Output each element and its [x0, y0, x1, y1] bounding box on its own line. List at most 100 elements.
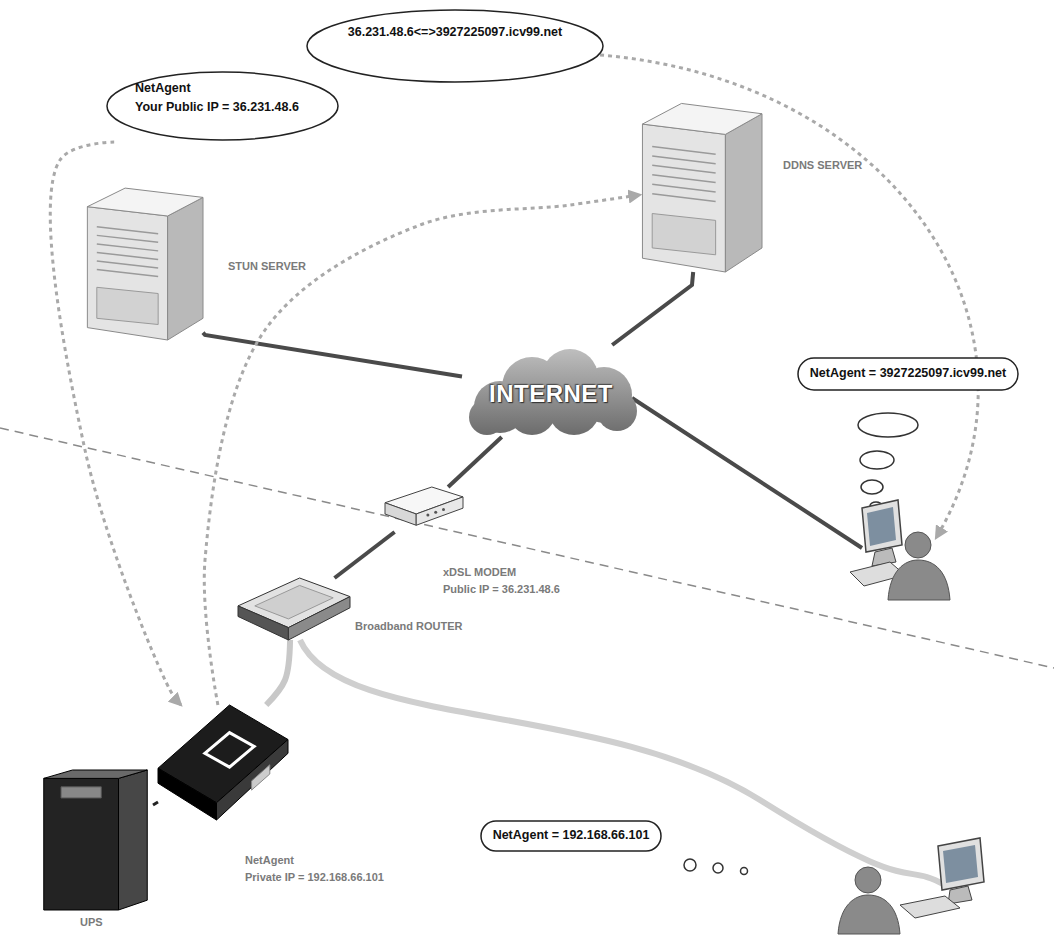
- ethernet-port: [252, 765, 270, 790]
- bubble-text: 36.231.48.6<=>3927225097.icv99.net: [305, 24, 605, 40]
- server-panel: [97, 287, 158, 324]
- drive-bay: [652, 156, 715, 164]
- server-panel: [652, 214, 715, 255]
- drive-bay: [97, 269, 158, 276]
- network-link: [266, 640, 290, 705]
- ups-panel: [61, 787, 101, 798]
- server-top: [642, 103, 762, 134]
- device-label: DDNS SERVER: [783, 158, 893, 172]
- device-label: xDSL MODEM: [443, 565, 623, 579]
- network-link: [203, 333, 462, 377]
- node-outline: [640, 100, 762, 272]
- server-front: [87, 207, 167, 340]
- bubble-outline: [307, 10, 603, 82]
- thought-dot: [713, 863, 723, 873]
- device-label: NetAgent: [245, 853, 455, 867]
- status-led: [434, 511, 437, 514]
- boundary-line: [0, 428, 1054, 668]
- node-outline: [85, 185, 203, 340]
- bubble-text: NetAgent = 3927225097.icv99.net: [797, 365, 1019, 381]
- agent-side: [217, 740, 289, 821]
- drive-bay: [652, 184, 715, 192]
- device-label: Public IP = 36.231.48.6: [443, 582, 623, 596]
- bubble-outline: [798, 358, 1018, 390]
- agent-front: [158, 768, 217, 820]
- speech-bubble: NetAgentYour Public IP = 36.231.48.6: [105, 70, 340, 142]
- server-node: STUN SERVER: [85, 185, 203, 340]
- ups-device: UPS: [38, 770, 153, 910]
- thought-bubble: NetAgent = 3927225097.icv99.net: [797, 357, 1019, 391]
- device-label: Broadband ROUTER: [355, 619, 505, 633]
- user-head: [905, 532, 931, 558]
- bubble-text: Your Public IP = 36.231.48.6: [135, 99, 335, 115]
- ups-top: [44, 770, 148, 778]
- cloud-label: INTERNET: [462, 378, 640, 409]
- device-label: UPS: [80, 915, 130, 929]
- keyboard: [900, 896, 960, 918]
- thought-dot: [684, 859, 696, 871]
- server-side: [725, 114, 762, 272]
- agent-logo: [205, 733, 254, 768]
- message-arrow: [50, 142, 181, 705]
- monitor: [862, 500, 902, 552]
- node-outline: [305, 8, 605, 84]
- modem-side: [416, 497, 463, 525]
- drive-bay: [652, 175, 715, 183]
- server-front: [642, 124, 725, 272]
- monitor-screen: [867, 507, 896, 546]
- modem-front: [385, 503, 416, 526]
- user-head: [855, 867, 881, 893]
- server-side: [168, 197, 203, 340]
- thought-dot: [861, 480, 883, 494]
- drive-bay: [97, 244, 158, 251]
- node-outline: [385, 487, 463, 532]
- user-body: [838, 895, 900, 934]
- thought-dot: [860, 451, 894, 469]
- router-device: Broadband ROUTER: [238, 578, 350, 640]
- network-wire: [632, 398, 862, 548]
- network-link: [153, 802, 158, 805]
- internet-cloud: INTERNET: [462, 345, 640, 437]
- local-user: [838, 867, 900, 934]
- netagent-device: NetAgentPrivate IP = 192.168.66.101: [158, 705, 288, 820]
- drive-bay: [97, 261, 158, 268]
- drive-bay: [652, 146, 715, 154]
- drive-bay: [97, 227, 158, 234]
- status-led: [426, 513, 429, 516]
- ups-front: [44, 778, 119, 910]
- router-panel: [255, 585, 333, 618]
- bubble-outline: [481, 821, 661, 851]
- bubble-text: NetAgent: [135, 80, 335, 96]
- drive-bay: [97, 252, 158, 259]
- monitor-screen: [943, 845, 978, 883]
- ups-side: [119, 770, 148, 910]
- server-node: DDNS SERVER: [640, 100, 762, 272]
- thought-bubble: NetAgent = 192.168.66.101: [480, 820, 662, 852]
- modem-device: xDSL MODEMPublic IP = 36.231.48.6: [385, 487, 463, 532]
- lookup-arrow: [600, 55, 978, 538]
- drive-bay: [97, 235, 158, 242]
- local-computer: [900, 838, 984, 918]
- monitor: [938, 838, 984, 890]
- device-label: STUN SERVER: [228, 259, 338, 273]
- user-body: [888, 560, 950, 600]
- node-outline: [158, 705, 288, 820]
- thought-dot: [858, 413, 918, 437]
- bubble-outline: [107, 72, 338, 140]
- bubble-text: NetAgent = 192.168.66.101: [480, 827, 662, 843]
- node-outline: [238, 578, 350, 640]
- network-link: [612, 272, 693, 345]
- drive-bay: [652, 165, 715, 173]
- server-top: [87, 188, 203, 216]
- status-led: [442, 508, 445, 511]
- network-link: [448, 437, 502, 487]
- device-label: Private IP = 192.168.66.101: [245, 870, 455, 884]
- drive-bay: [652, 194, 715, 202]
- remote-user: [888, 532, 950, 600]
- speech-bubble: 36.231.48.6<=>3927225097.icv99.net: [305, 8, 605, 84]
- message-arrow: [204, 195, 640, 705]
